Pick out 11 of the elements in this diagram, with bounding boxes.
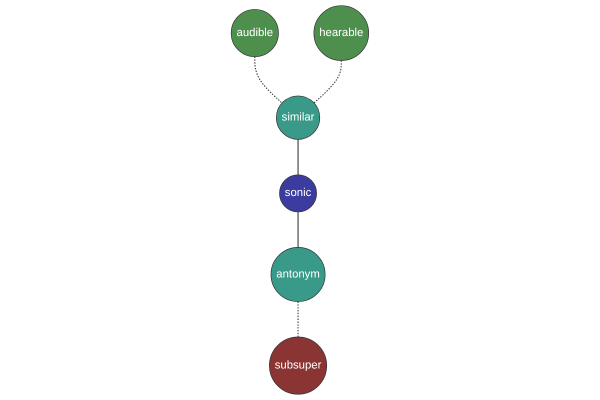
connector xyxy=(254,56,282,104)
node-circle: hearable xyxy=(314,5,370,61)
node-circle: sonic xyxy=(279,174,318,212)
node-circle: audible xyxy=(230,9,279,58)
connector xyxy=(298,302,299,337)
connector xyxy=(314,60,342,104)
connector xyxy=(298,212,299,248)
node-circle: similar xyxy=(276,96,320,140)
node-circle: subsuper xyxy=(269,336,328,395)
node-circle: antonym xyxy=(270,247,326,302)
connector xyxy=(298,139,299,175)
